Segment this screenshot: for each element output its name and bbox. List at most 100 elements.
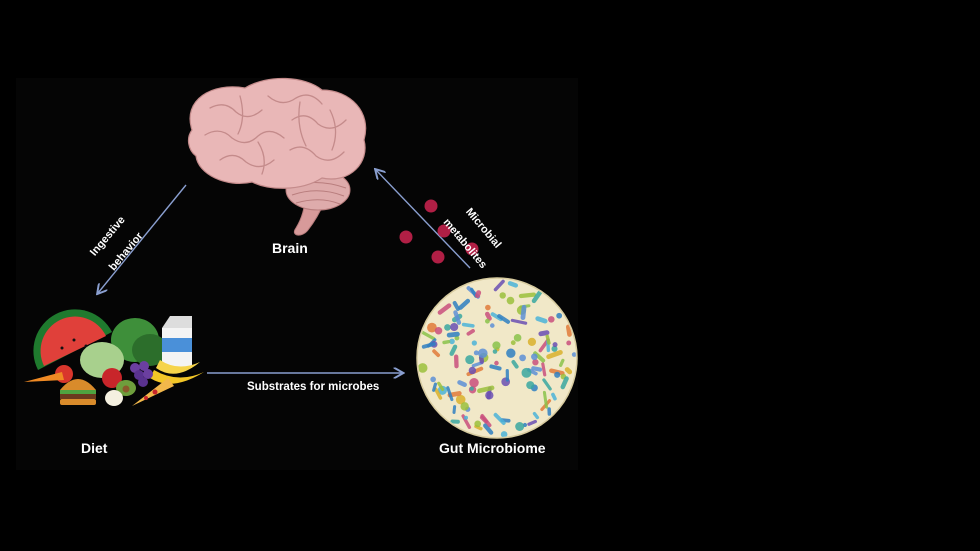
microbe-shape	[450, 322, 459, 332]
microbe-shape	[453, 310, 462, 325]
microbe-shape	[542, 378, 552, 391]
microbe-shape	[506, 348, 516, 358]
microbe-shape	[457, 380, 467, 388]
microbe-shape	[469, 386, 474, 391]
microbe-shape	[450, 419, 460, 424]
microbe-shape	[564, 367, 573, 375]
microbe-shape	[551, 345, 558, 352]
microbe-shape	[446, 386, 454, 402]
microbe-shape	[494, 360, 499, 366]
microbe-shape	[531, 289, 543, 304]
microbe-shape	[465, 355, 475, 365]
microbe-shape	[505, 368, 510, 382]
microbe-shape	[526, 381, 535, 390]
microbe-shape	[444, 324, 451, 331]
substrates-edge-label: Substrates for microbes	[247, 381, 380, 393]
microbe-shape	[455, 394, 466, 405]
microbe-shape	[458, 298, 471, 310]
microbe-shape	[527, 337, 537, 346]
microbe-shape	[460, 402, 469, 411]
microbe-shape	[493, 279, 505, 292]
microbe-shape	[541, 362, 547, 377]
microbe-shape	[471, 340, 477, 346]
microbe-shape	[442, 339, 451, 345]
microbe-shape	[566, 340, 572, 346]
microbe-shape	[461, 414, 472, 429]
microbe-shape	[532, 411, 540, 420]
microbe-shape	[489, 323, 495, 328]
microbe-shape	[554, 371, 561, 378]
microbe-shape	[560, 376, 569, 390]
metabolite-dots	[399, 199, 479, 264]
microbe-shape	[518, 292, 537, 299]
microbe-shape	[511, 360, 519, 369]
microbe-shape	[546, 350, 563, 360]
microbe-shape	[477, 385, 495, 394]
microbe-shape	[474, 420, 482, 428]
microbe-shape	[480, 414, 492, 428]
microbe-shape	[434, 327, 443, 335]
microbe-shape	[548, 316, 555, 323]
microbe-shape	[571, 352, 576, 357]
microbe-shape	[545, 334, 551, 345]
microbe-shape	[521, 367, 532, 378]
microbe-shape	[466, 329, 475, 336]
microbe-shape	[510, 340, 516, 346]
microbe-shape	[449, 338, 455, 345]
microbe-shape	[527, 419, 537, 426]
microbe-shape	[421, 342, 436, 349]
microbe-shape	[434, 387, 443, 400]
microbe-shape	[461, 322, 475, 328]
microbe-shape	[485, 318, 490, 324]
microbe-shape	[437, 381, 445, 392]
gut-microbiome-illustration	[416, 277, 578, 439]
microbe-shape	[473, 350, 479, 356]
microbe-shape	[420, 330, 436, 341]
microbe-shape	[485, 311, 492, 321]
microbe-shape	[500, 431, 508, 437]
microbe-shape	[520, 304, 527, 320]
microbe-shape	[492, 349, 498, 354]
microbe-shape	[430, 376, 436, 383]
microbe-shape	[492, 341, 501, 350]
microbe-shape	[506, 296, 515, 305]
microbe-shape	[432, 349, 441, 358]
microbe-shape	[483, 423, 494, 435]
microbe-shape	[556, 312, 563, 319]
microbe-shape	[449, 344, 458, 356]
microbe-shape	[468, 366, 477, 375]
gut-microbiome-label: Gut Microbiome	[439, 440, 546, 456]
microbe-shape	[497, 314, 511, 324]
microbe-shape	[542, 390, 549, 409]
microbe-shape	[452, 405, 457, 414]
microbe-shape	[437, 303, 452, 315]
microbe-shape	[489, 364, 502, 371]
microbe-shape	[559, 358, 565, 367]
microbe-shape	[547, 407, 552, 416]
microbe-shape	[493, 412, 506, 425]
microbe-shape	[446, 331, 460, 338]
diet-food-illustration	[24, 309, 204, 406]
microbe-shape	[519, 354, 526, 362]
microbe-shape	[535, 316, 548, 324]
microbe-shape	[551, 392, 557, 401]
microbe-shape	[552, 342, 558, 348]
microbe-shape	[499, 292, 506, 299]
microbe-shape	[418, 363, 428, 373]
microbe-shape	[485, 304, 491, 311]
microbe-shape	[454, 354, 459, 369]
microbe-shape	[463, 415, 469, 420]
diet-label: Diet	[81, 440, 108, 456]
arrow-brain-to-diet	[98, 184, 187, 293]
microbe-shape	[513, 334, 522, 342]
microbe-shape	[477, 348, 488, 359]
microbe-shape	[507, 281, 519, 288]
microbe-shape	[454, 335, 460, 341]
microbe-shape	[427, 322, 437, 333]
microbe-shape	[515, 422, 525, 431]
brain-illustration	[187, 77, 367, 236]
microbe-shape	[532, 359, 539, 366]
microbe-shape	[475, 290, 482, 299]
microbe-shape	[510, 318, 528, 325]
